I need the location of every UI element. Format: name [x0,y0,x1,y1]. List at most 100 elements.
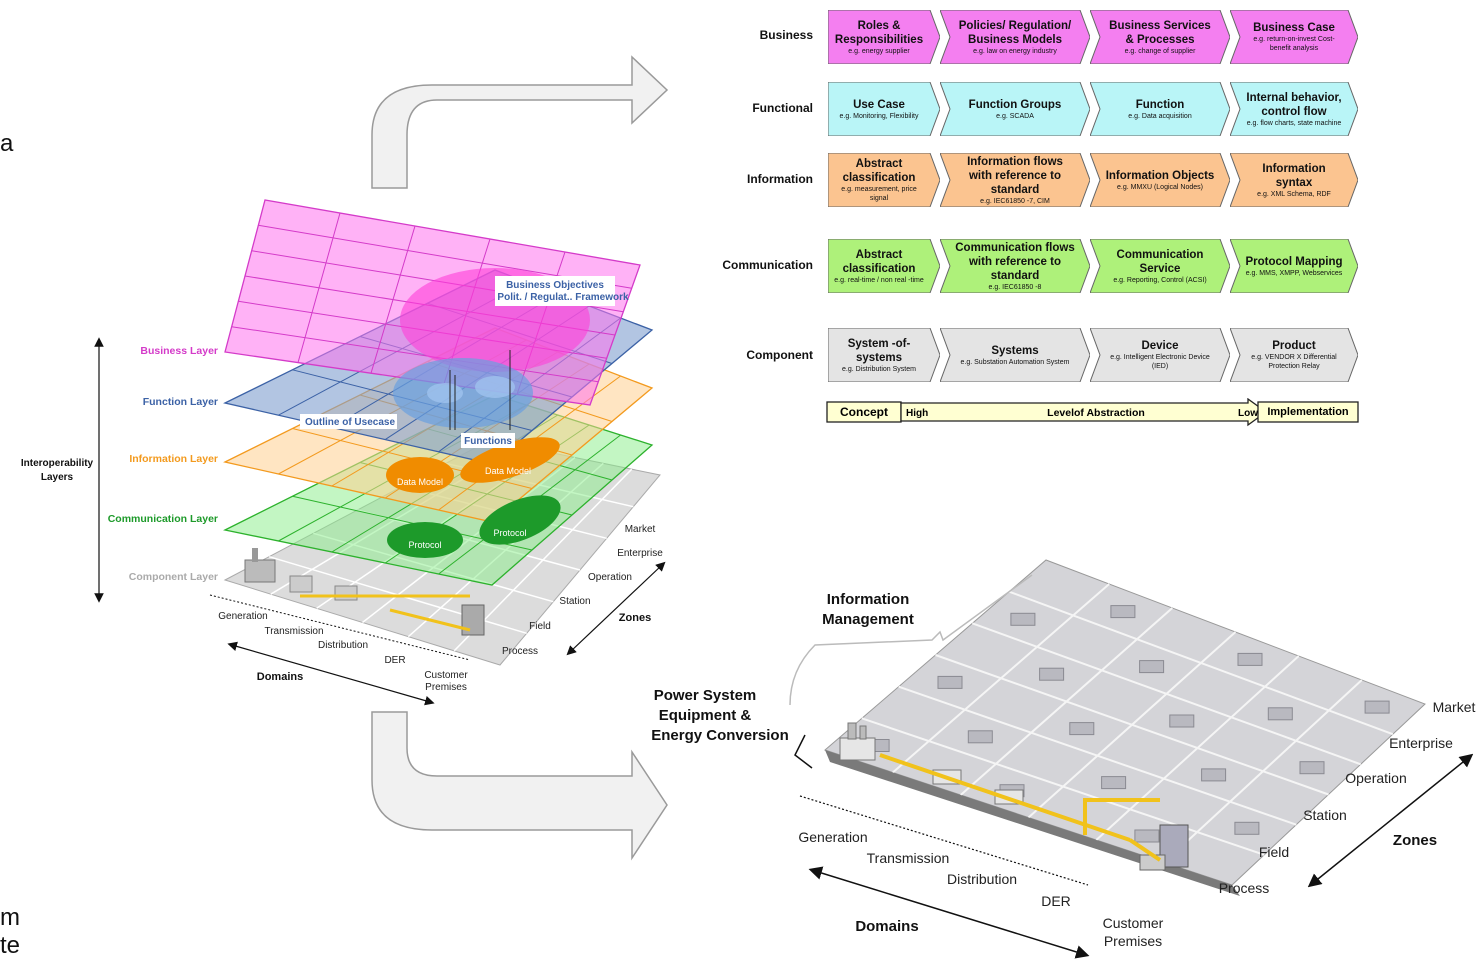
left-domains-label: Domains [257,671,303,683]
label-protocol-2: Protocol [493,528,526,538]
left-zone-station: Station [559,596,590,607]
chevron-title: Internal behavior, control flow [1246,91,1342,118]
label-function-layer: Function Layer [143,396,218,408]
left-domain-transmission: Transmission [264,626,323,637]
chevron-subtitle: e.g. SCADA [996,112,1034,120]
chevron-subtitle: e.g. change of supplier [1124,47,1196,55]
row-label-functional: Functional [752,101,813,115]
chevron-title: Communication flows with reference to st… [955,241,1075,282]
chevron-subtitle: e.g. Reporting, Control (ACSI) [1113,276,1207,284]
cropped-text-te: te [0,932,21,959]
row-label-business: Business [759,28,813,42]
data-model-oval-1 [386,457,454,493]
row-label-component: Component [746,348,813,362]
abstraction-implementation: Implementation [1267,406,1349,418]
right-domain-generation: Generation [798,829,867,845]
chevron-subtitle: e.g. Substation Automation System [960,358,1070,366]
left-domain-customer: Customer [424,670,468,681]
chevron-title: Business Case [1253,22,1335,34]
chevron-title: Information flows with reference to stan… [967,155,1063,196]
chevron-subtitle: e.g. MMS, XMPP, Webservices [1245,269,1343,277]
left-zone-field: Field [529,621,551,632]
row-label-information: Information [747,172,813,186]
protocol-oval-1 [387,522,463,558]
abstraction-high: High [906,408,928,419]
right-domain-premises: Premises [1104,933,1162,949]
label-interoperability-2: Layers [41,472,74,483]
left-domain-der: DER [384,655,405,666]
right-domain-customer: Customer [1103,915,1164,931]
row-label-communication: Communication [722,258,813,272]
chevron-subtitle: e.g. XML Schema, RDF [1257,190,1331,198]
label-protocol-1: Protocol [408,540,441,550]
arrow-down-to-plane [371,711,668,861]
chevron-title: Abstract classification [842,248,916,275]
right-domain-transmission: Transmission [867,850,950,866]
chevron-subtitle: e.g. Data acquisition [1128,112,1192,120]
right-domain-der: DER [1041,893,1071,909]
chevron-title: Use Case [853,98,905,111]
label-communication-layer: Communication Layer [108,513,218,525]
chevron-title: Abstract classification [842,158,916,184]
chevron-subtitle: e.g. Intelligent Electronic Device (IED) [1110,354,1210,370]
right-zone-market: Market [1433,699,1476,715]
label-pse-3: Energy Conversion [651,727,789,744]
abstraction-bar: Concept High Levelof Abstraction Low Imp… [826,398,1359,427]
abstraction-low: Low [1238,408,1258,419]
left-domain-generation: Generation [218,611,267,622]
cropped-text-a: a [0,130,14,157]
chevron-business-4: Business Case e.g. return-on-invest Cost-… [1230,10,1358,64]
left-zone-enterprise: Enterprise [617,548,663,559]
chevron-title: Communication Service [1116,248,1204,275]
left-zone-process: Process [502,646,538,657]
right-zone-station: Station [1303,807,1347,823]
chevron-subtitle: e.g. MMXU (Logical Nodes) [1117,183,1203,191]
data-model-oval-2 [460,437,560,483]
chevron-title: Business Services & Processes [1109,19,1211,46]
chevron-title: Roles & Responsibilities [834,19,924,46]
chevron-subtitle: e.g. law on energy industry [973,47,1057,55]
chevron-component-4: Product e.g. VENDOR X Differential Protec… [1230,328,1358,382]
chevron-communication-2: Communication flows with reference to st… [940,239,1090,293]
chevron-subtitle: e.g. return-on-invest Cost-benefit analy… [1253,36,1335,52]
label-pse-1: Power System [654,687,757,704]
chevron-subtitle: e.g. flow charts, state machine [1246,119,1342,127]
chevron-title: Policies/ Regulation/ Business Models [958,19,1072,46]
label-data-model-1: Data Model [397,477,443,487]
sgam-layer-model: Business Objectives Polit. / Regulat.. F… [21,55,669,861]
label-information-layer: Information Layer [129,453,218,465]
label-pse-2: Equipment & [659,707,752,724]
chevron-title: Device [1141,340,1179,352]
chevron-title: Information syntax [1262,162,1326,189]
right-zones-label: Zones [1393,832,1437,849]
label-outline-usecase: Outline of Usecase [305,417,395,428]
chevron-subtitle: e.g. measurement, price signal [841,186,917,202]
label-info-mgmt-2: Management [822,611,914,628]
left-zones-label: Zones [619,612,651,624]
left-domain-distribution: Distribution [318,640,368,651]
left-zone-market: Market [625,524,656,535]
chevron-title: Product [1272,340,1316,352]
chevron-title: Function [1135,98,1185,111]
chevron-title: Protocol Mapping [1245,255,1343,268]
right-zone-operation: Operation [1345,770,1406,786]
label-functions: Functions [464,436,512,447]
abstraction-concept: Concept [840,405,888,419]
chevron-title: System -of-systems [847,337,911,364]
right-domain-distribution: Distribution [947,871,1017,887]
chevron-subtitle: e.g. VENDOR X Differential Protection Re… [1251,354,1337,370]
